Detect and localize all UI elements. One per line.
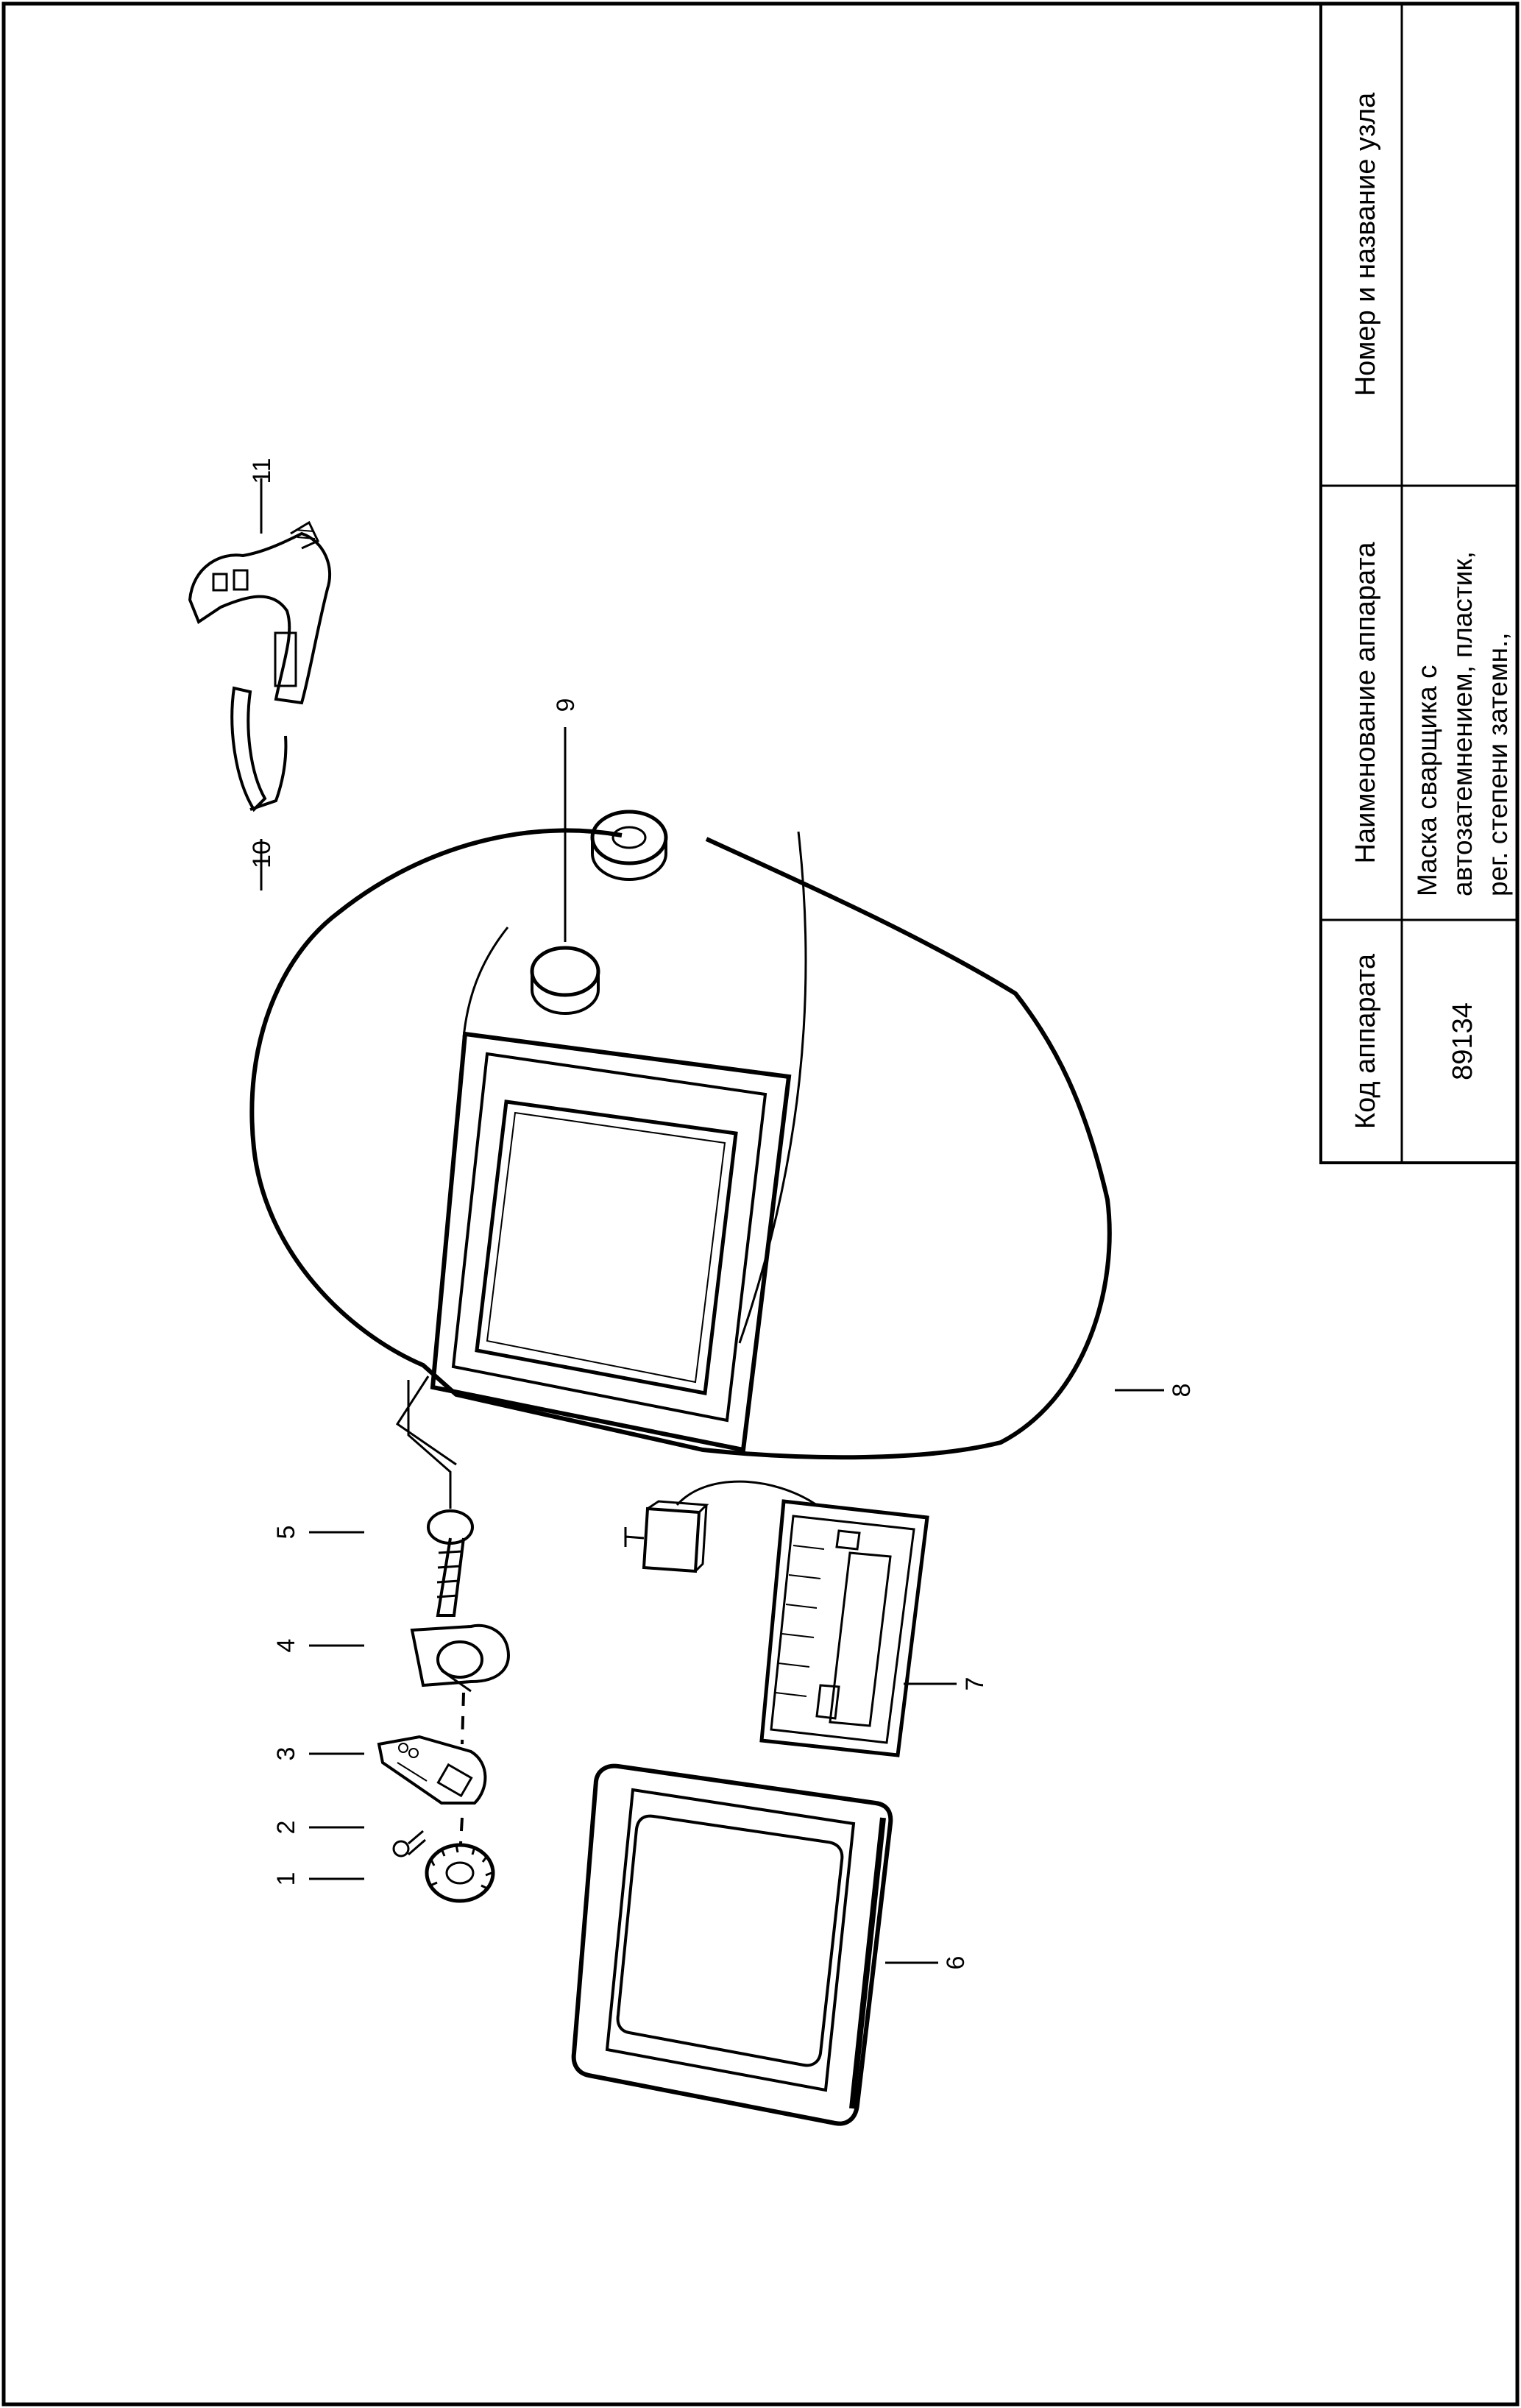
headband-part-11 xyxy=(188,520,332,705)
callout-1: 1 xyxy=(272,1872,300,1886)
apparatus-name-line-1: Маска сварщика с xyxy=(1412,665,1442,896)
bracket-part-4 xyxy=(410,1623,510,1693)
apparatus-name-line-2: автозатемнением, пластик, xyxy=(1447,551,1478,896)
lens-frame-part-6 xyxy=(571,1763,893,2126)
leader-lines xyxy=(260,478,1164,1964)
cartridge-part-7 xyxy=(624,1480,929,1757)
knob-part-1 xyxy=(425,1843,495,1903)
header-code: Код аппарата xyxy=(1350,953,1381,1129)
title-block: Номер и название узла Наименование аппар… xyxy=(1319,2,1519,1164)
pin-part-2 xyxy=(392,1830,426,1858)
callout-10: 10 xyxy=(248,840,276,868)
callout-2: 2 xyxy=(272,1821,300,1835)
top-knob xyxy=(590,810,668,881)
callout-8: 8 xyxy=(1168,1384,1196,1398)
helmet-shell xyxy=(249,828,1112,1466)
code-value: 89134 xyxy=(1447,1002,1478,1080)
callout-labels: 1 2 3 4 5 6 7 8 9 10 11 xyxy=(248,458,1196,1969)
apparatus-name-line-3: рег. степени затемн., xyxy=(1483,632,1513,896)
header-node: Номер и название узла xyxy=(1350,92,1381,396)
screw-part-5 xyxy=(427,1509,474,1617)
callout-4: 4 xyxy=(272,1639,300,1653)
header-name: Наименование аппарата xyxy=(1350,542,1381,864)
callout-3: 3 xyxy=(272,1747,300,1761)
headband-part-10 xyxy=(230,686,288,812)
knob-part-9 xyxy=(530,946,600,1015)
lever-part-3 xyxy=(377,1735,487,1805)
callout-9: 9 xyxy=(552,698,580,712)
callout-11: 11 xyxy=(248,458,276,484)
callout-7: 7 xyxy=(961,1677,989,1691)
callout-6: 6 xyxy=(942,1956,970,1970)
callout-5: 5 xyxy=(272,1526,300,1540)
